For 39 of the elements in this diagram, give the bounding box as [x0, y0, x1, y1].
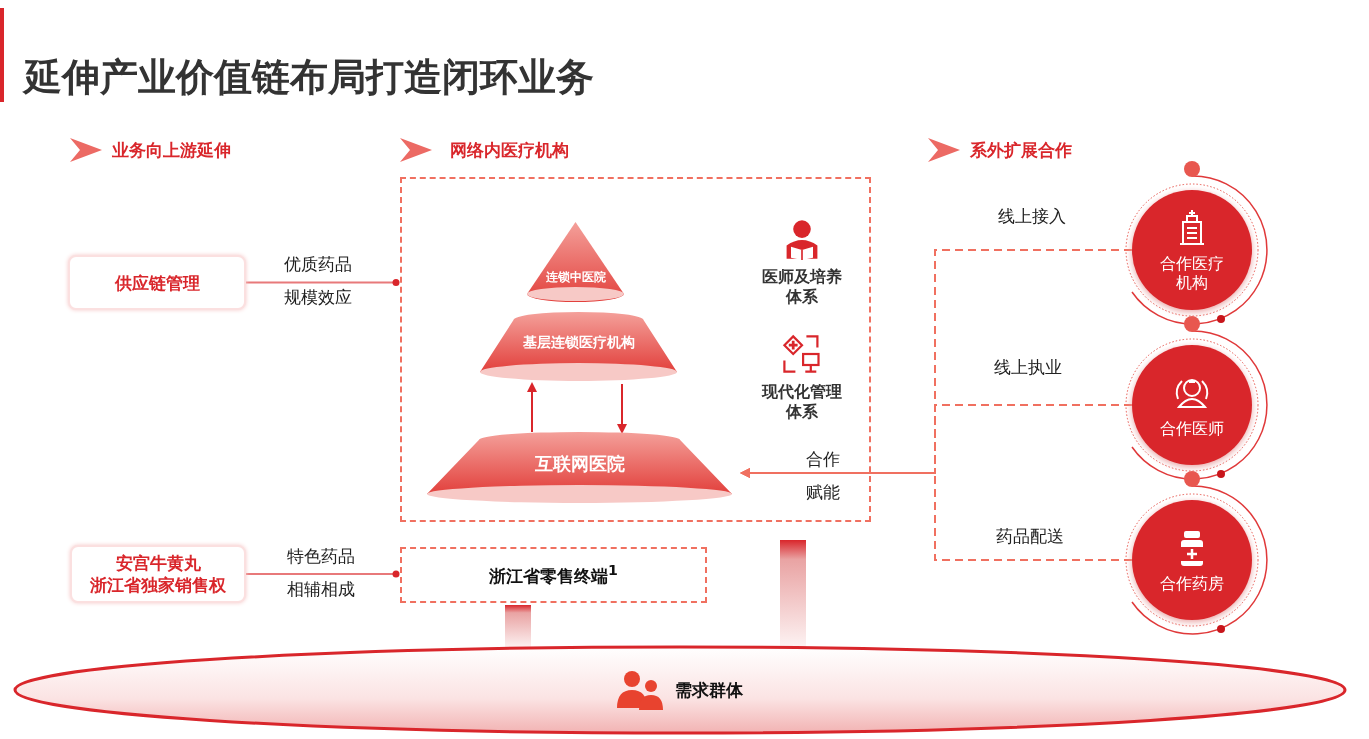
node-label: 连锁中医院	[545, 268, 606, 286]
node-label: 安宫牛黄丸	[115, 552, 201, 574]
section-heading: 业务向上游延伸	[112, 139, 231, 162]
node-label: 现代化管理体系	[760, 382, 843, 422]
node-label: 医师及培养体系	[761, 267, 843, 307]
node-label: 供应链管理	[114, 271, 200, 294]
edge-label: 药品配送	[995, 525, 1065, 548]
node-label: 需求群体	[675, 678, 743, 702]
text-label: 相辅相成	[287, 578, 355, 601]
edge-label: 线上执业	[993, 356, 1063, 379]
text-label: 赋能	[806, 481, 840, 504]
node-label: 合作药房	[1159, 573, 1225, 593]
section-heading: 网络内医疗机构	[450, 139, 569, 162]
node-label: 互联网医院	[534, 452, 625, 476]
rounded-box	[68, 255, 246, 310]
leader-line	[245, 570, 400, 578]
text-label: 合作	[806, 448, 840, 471]
text-label: 规模效应	[284, 286, 352, 309]
connector-column	[780, 540, 806, 648]
dashed-box	[400, 547, 707, 603]
arrow	[617, 383, 627, 434]
connector-column	[505, 605, 531, 649]
round-badge	[1132, 190, 1252, 310]
title: 延伸产业价值链布局打造闭环业务	[24, 54, 594, 101]
node-label: 浙江省零售终端$^{1}$	[489, 562, 618, 588]
leader-line	[245, 279, 400, 286]
arrow	[527, 382, 537, 433]
node-label: 浙江省独家销售权	[90, 574, 226, 596]
text-label: 优质药品	[284, 253, 352, 276]
round-badge	[1132, 500, 1252, 620]
rounded-box	[70, 545, 246, 603]
node-label: 合作医疗机构	[1159, 254, 1225, 292]
edge-label: 线上接入	[997, 205, 1067, 228]
node-label: 合作医师	[1159, 418, 1225, 438]
section-heading: 系外扩展合作	[970, 139, 1072, 162]
round-badge	[1132, 345, 1252, 465]
node-label: 基层连锁医疗机构	[522, 334, 635, 352]
text-label: 特色药品	[287, 545, 355, 568]
arrow	[740, 468, 1133, 561]
